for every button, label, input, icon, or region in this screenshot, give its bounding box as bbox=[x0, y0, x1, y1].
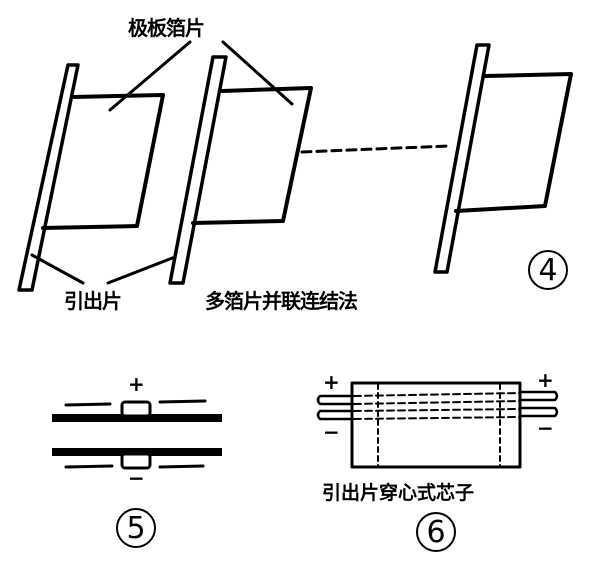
figure6-caption: 引出片穿心式芯子 bbox=[322, 482, 475, 504]
left-tab-bottom bbox=[316, 409, 354, 421]
figure6-minus-left: − bbox=[323, 420, 340, 444]
foil-plate-1 bbox=[41, 93, 165, 230]
figure4-number: 4 bbox=[528, 250, 568, 290]
tab-label: 引出片 bbox=[64, 289, 122, 313]
core-body bbox=[350, 381, 522, 469]
foil-assembly-3 bbox=[433, 43, 573, 274]
tab-strip-1 bbox=[17, 63, 80, 292]
figure6-core bbox=[316, 381, 559, 469]
foil-plate-3 bbox=[454, 72, 573, 213]
leader-foil-2 bbox=[221, 40, 294, 106]
leader-foil-1 bbox=[108, 40, 192, 112]
top-tab bbox=[120, 400, 152, 418]
left-tab-top bbox=[316, 394, 354, 406]
bottom-tab bbox=[120, 452, 152, 470]
foil-plate-2 bbox=[191, 86, 313, 225]
continuation-dashed-line bbox=[300, 144, 450, 154]
figure4-caption: 多箔片并联连结法 bbox=[205, 289, 358, 313]
bottom-plate-bar bbox=[52, 448, 222, 456]
leader-tab-1 bbox=[30, 253, 85, 285]
figure6-plus-left: + bbox=[323, 370, 340, 394]
foil-assembly-2 bbox=[168, 55, 313, 285]
right-tab-bottom bbox=[518, 406, 559, 418]
right-tab-top bbox=[518, 390, 559, 402]
figure6-minus-right: − bbox=[537, 416, 554, 440]
foil-plate-label: 极板箔片 bbox=[128, 16, 205, 40]
tab-strip-3 bbox=[433, 43, 491, 274]
figure5-minus-sign: − bbox=[128, 466, 145, 490]
figure6-plus-right: + bbox=[537, 368, 554, 392]
figure6-number: 6 bbox=[416, 512, 456, 552]
figure5-number: 5 bbox=[116, 508, 156, 548]
figure5-plus-sign: + bbox=[128, 372, 145, 396]
leader-tab-2 bbox=[106, 255, 177, 285]
tab-strip-2 bbox=[168, 55, 228, 285]
figure5-cross-section bbox=[52, 399, 222, 470]
foil-assembly-1 bbox=[17, 63, 165, 292]
top-plate-bar bbox=[52, 414, 222, 422]
